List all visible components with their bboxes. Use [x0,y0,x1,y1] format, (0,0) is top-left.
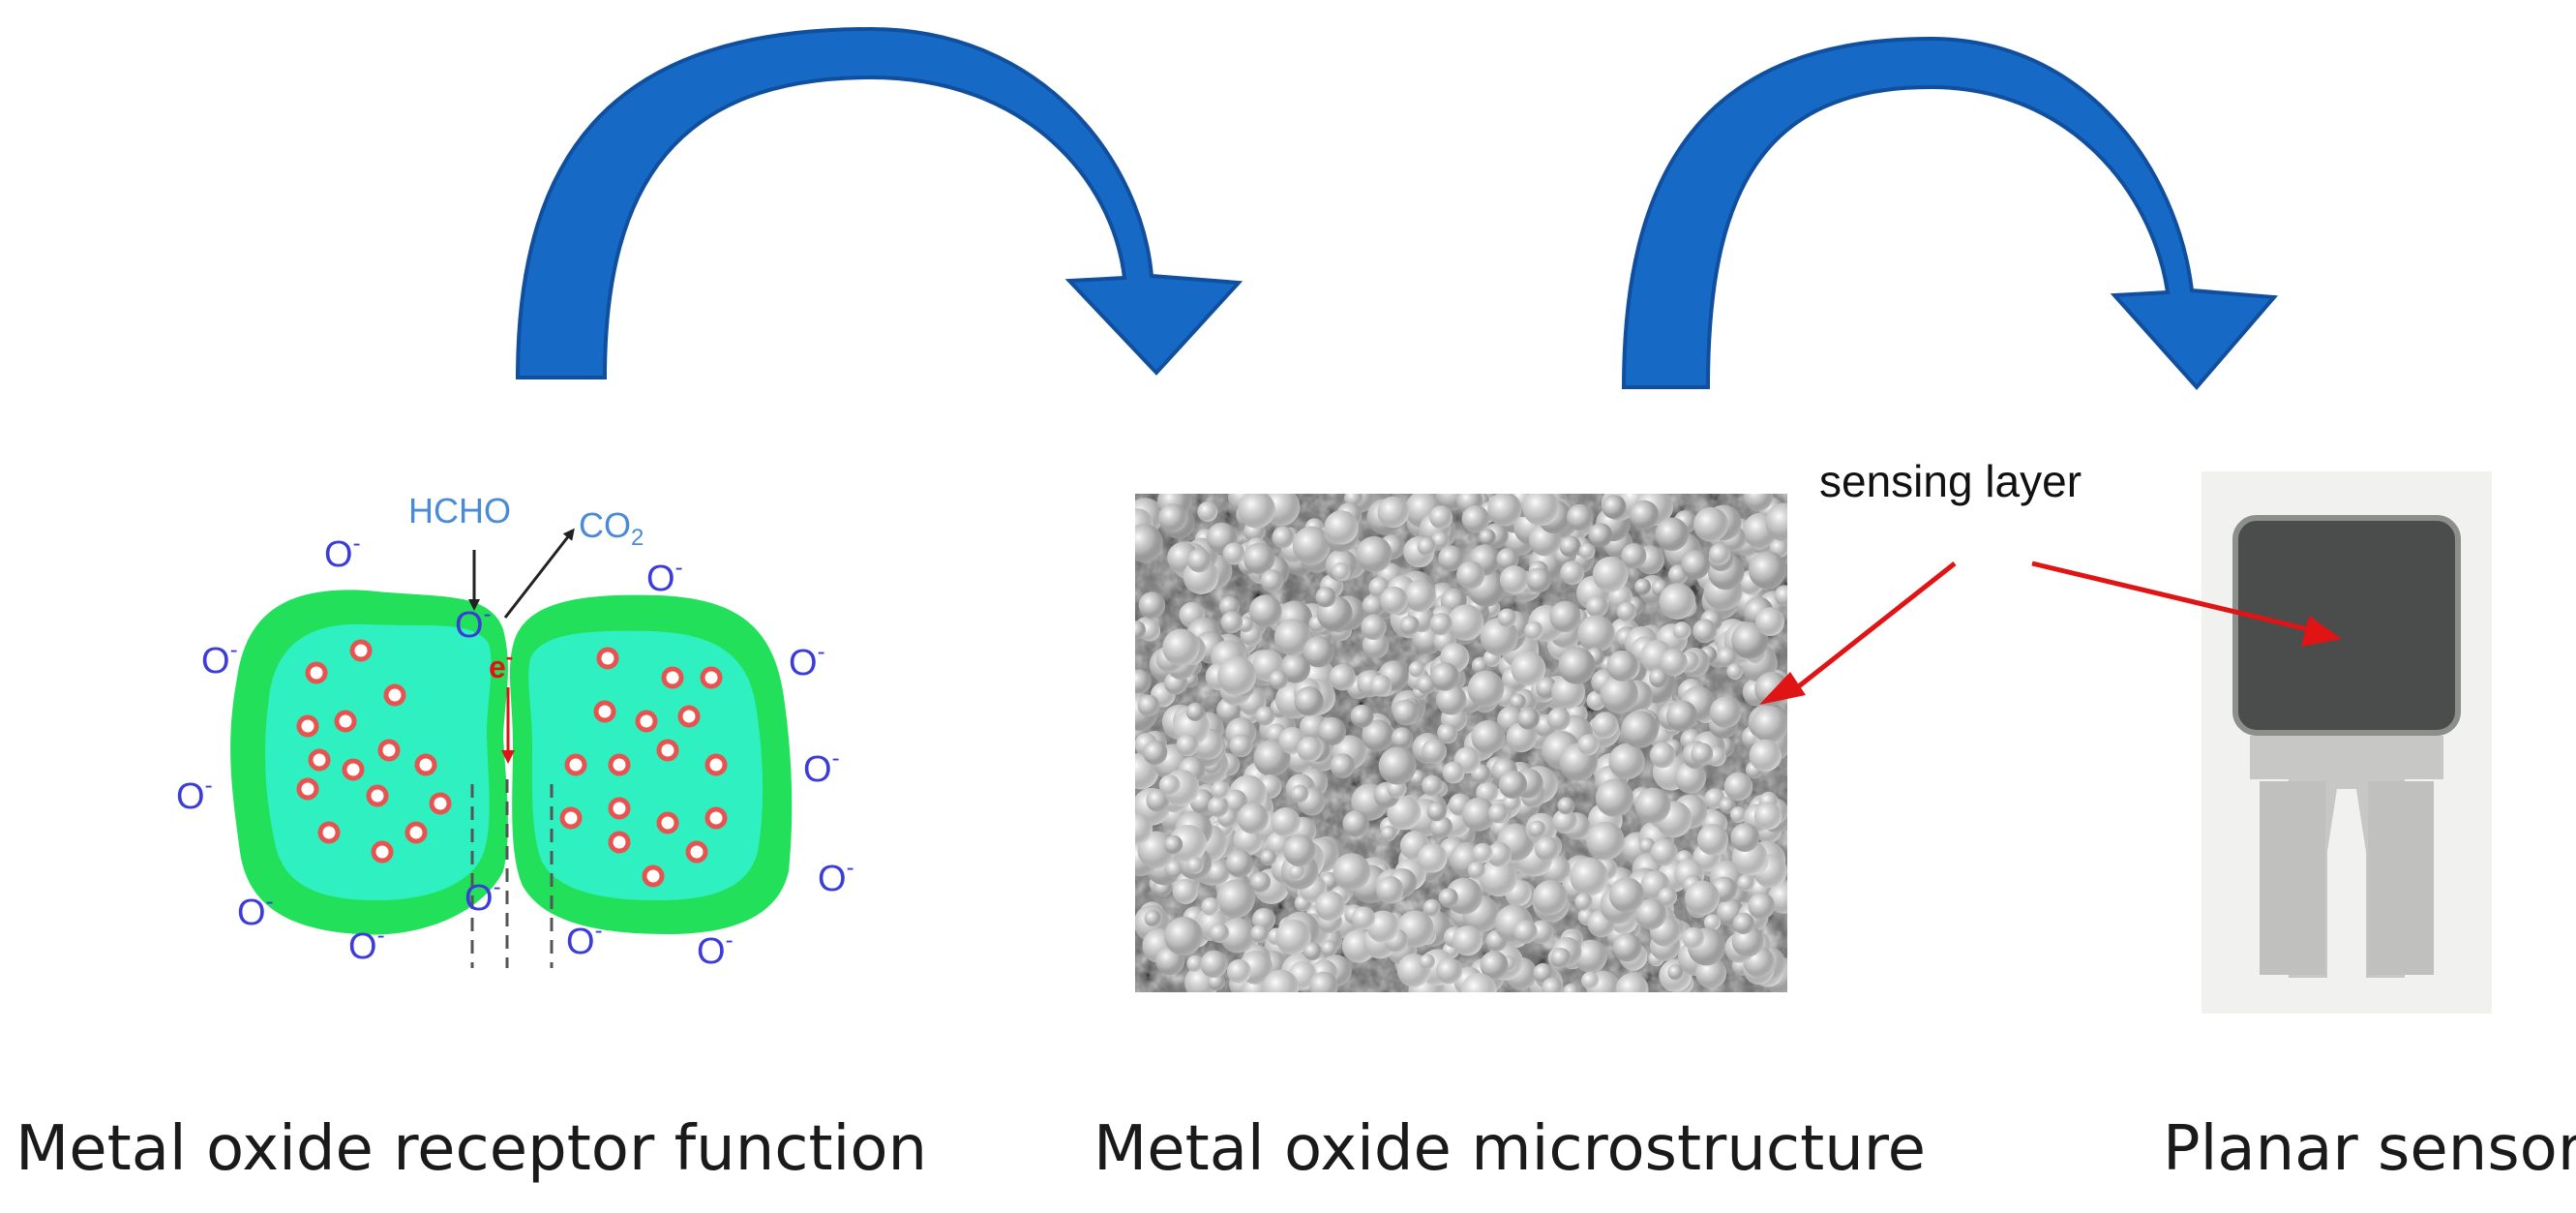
sensing-layer-pointers [1759,561,2342,705]
grain-boundary-lines [470,779,554,968]
donor-dot [608,753,631,776]
electron-label: e- [489,645,513,684]
donor-dot [308,748,331,772]
donor-dots [296,639,728,888]
donor-dot [596,647,619,670]
sensing-layer-label: sensing layer [1819,456,2082,506]
co2-arrow [503,528,575,619]
donor-dot [677,705,701,728]
donor-dot [371,840,394,864]
donor-dot [593,700,616,723]
hcho-label: HCHO [408,491,511,531]
donor-dot [317,821,341,844]
donor-dot [642,864,665,888]
caption-receptor-function: Metal oxide receptor function [15,1113,928,1185]
oxygen-ion-label: O- [646,555,683,599]
oxygen-ion-label: O- [789,639,825,683]
oxygen-ion-label: O- [237,889,274,933]
oxygen-ion-label: O- [455,601,492,646]
donor-dot [656,739,679,762]
donor-dot [305,661,328,684]
oxygen-ion-label: O- [566,918,603,962]
planar-sensor [2202,471,2492,1014]
donor-dot [404,821,428,844]
donor-dot [704,753,728,776]
donor-dot [334,710,357,733]
oxygen-ions: O- O- O- O- O- O- O- O- O- O- O- O- O- [176,531,854,972]
sem-micrograph [1135,494,1787,992]
oxygen-ion-label: O- [818,855,854,899]
process-arrow-1 [515,26,1243,379]
oxygen-ion-label: O- [324,531,361,575]
process-arrow-2 [1621,36,2279,391]
donor-dot [349,639,373,662]
donor-dot [704,806,728,830]
donor-dot [296,714,319,738]
donor-dot [414,753,437,776]
donor-dot [608,831,631,854]
oxygen-ion-label: O- [176,773,213,817]
donor-dot [608,797,631,820]
donor-dot [564,753,587,776]
donor-dot [429,792,452,815]
donor-dot [296,777,319,801]
co2-label: CO2 [579,505,644,551]
donor-dot [383,683,406,707]
donor-dot [635,710,658,733]
donor-dot [656,811,679,834]
oxygen-ion-label: O- [201,637,238,682]
oxygen-ion-label: O- [803,745,840,790]
oxygen-ion-label: O- [348,923,385,967]
donor-dot [700,666,723,689]
donor-dot [342,758,365,781]
donor-dot [685,840,708,864]
caption-planar-sensor: Planar sensor [2163,1113,2576,1185]
oxygen-ion-label: O- [464,874,501,919]
caption-microstructure: Metal oxide microstructure [1093,1113,1927,1185]
oxygen-ion-label: O- [697,927,734,972]
donor-dot [559,806,583,830]
donor-dot [377,739,401,762]
receptor-schematic: O- O- O- O- O- O- O- O- O- O- O- O- O- HCHO CO2 e- [176,491,854,972]
left-grain [230,590,508,935]
donor-dot [366,784,389,807]
donor-dot [661,666,684,689]
